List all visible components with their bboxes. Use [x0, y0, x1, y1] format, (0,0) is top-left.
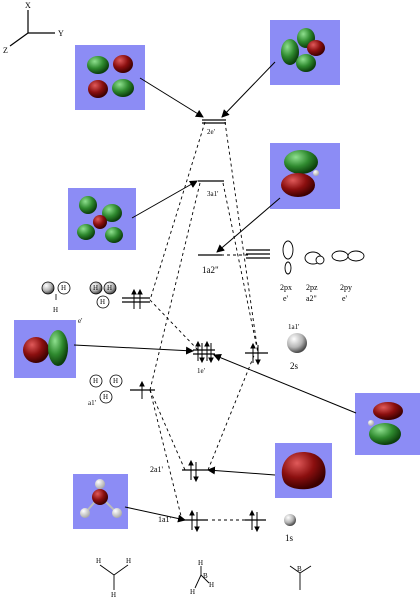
label-b-atom-2: B: [297, 565, 302, 573]
label-b-1a1: 1a1': [288, 323, 299, 331]
boron-1s-sphere: [284, 514, 296, 526]
label-h-11: H: [111, 591, 116, 599]
label-2pz: 2pz: [306, 283, 318, 292]
label-h-2: H: [53, 306, 58, 314]
orbital-panel-frag-e: [14, 320, 76, 378]
axis-triad: [9, 10, 55, 47]
boron-2s-sphere: [287, 333, 307, 353]
orbital-panel-2e-a: [75, 45, 145, 110]
label-p-a2: a2": [306, 294, 317, 303]
pointer-arrows: [73, 61, 357, 523]
label-h-14: H: [209, 581, 214, 589]
label-h-4: H: [107, 284, 112, 292]
label-h-1: H: [61, 284, 66, 292]
orbital-panel-1a2: [270, 143, 340, 209]
label-h-3: H: [93, 284, 98, 292]
label-1e: 1e': [197, 367, 205, 375]
h3-fragment-a1-diagram: [89, 374, 123, 404]
label-h-12: H: [198, 559, 203, 567]
label-b-1s: 1s: [285, 533, 294, 543]
label-frag-e: e': [78, 317, 82, 325]
axis-z-label: Z: [3, 46, 8, 55]
axis-x-label: X: [25, 1, 31, 10]
orbital-panel-1e: [355, 393, 420, 455]
label-h-5: H: [100, 298, 105, 306]
label-h-6: H: [93, 377, 98, 385]
label-h-8: H: [103, 393, 108, 401]
orbital-panel-1a1: [73, 474, 128, 529]
label-2a1: 2a1': [150, 465, 164, 474]
label-2px: 2px: [280, 283, 292, 292]
label-p-e2: e': [342, 294, 348, 303]
label-h-9: H: [96, 557, 101, 565]
label-b-2s: 2s: [290, 361, 299, 371]
label-2e: 2e': [207, 128, 215, 136]
axis-y-label: Y: [58, 29, 64, 38]
label-b-atom: B: [203, 572, 208, 580]
orbital-panel-2e-b: [270, 20, 340, 85]
orbital-panel-3a1: [68, 188, 136, 250]
label-2py: 2py: [340, 283, 352, 292]
bottom-structures: [99, 564, 312, 590]
label-3a1: 3a1': [207, 190, 218, 198]
orbital-panel-2a1: [275, 443, 332, 498]
boron-p-orbitals: [282, 240, 365, 275]
label-h-13: H: [190, 588, 195, 596]
h3-fragment-e-diagrams: [41, 281, 117, 309]
label-h-10: H: [126, 557, 131, 565]
label-1a1: 1a1': [158, 515, 172, 524]
label-1a2: 1a2": [202, 265, 219, 275]
energy-levels: [122, 119, 270, 521]
correlation-lines: [149, 121, 259, 521]
label-frag-a1: a1': [88, 399, 96, 407]
label-p-e1: e': [283, 294, 289, 303]
label-h-7: H: [113, 377, 118, 385]
electron-arrows: [131, 288, 261, 533]
